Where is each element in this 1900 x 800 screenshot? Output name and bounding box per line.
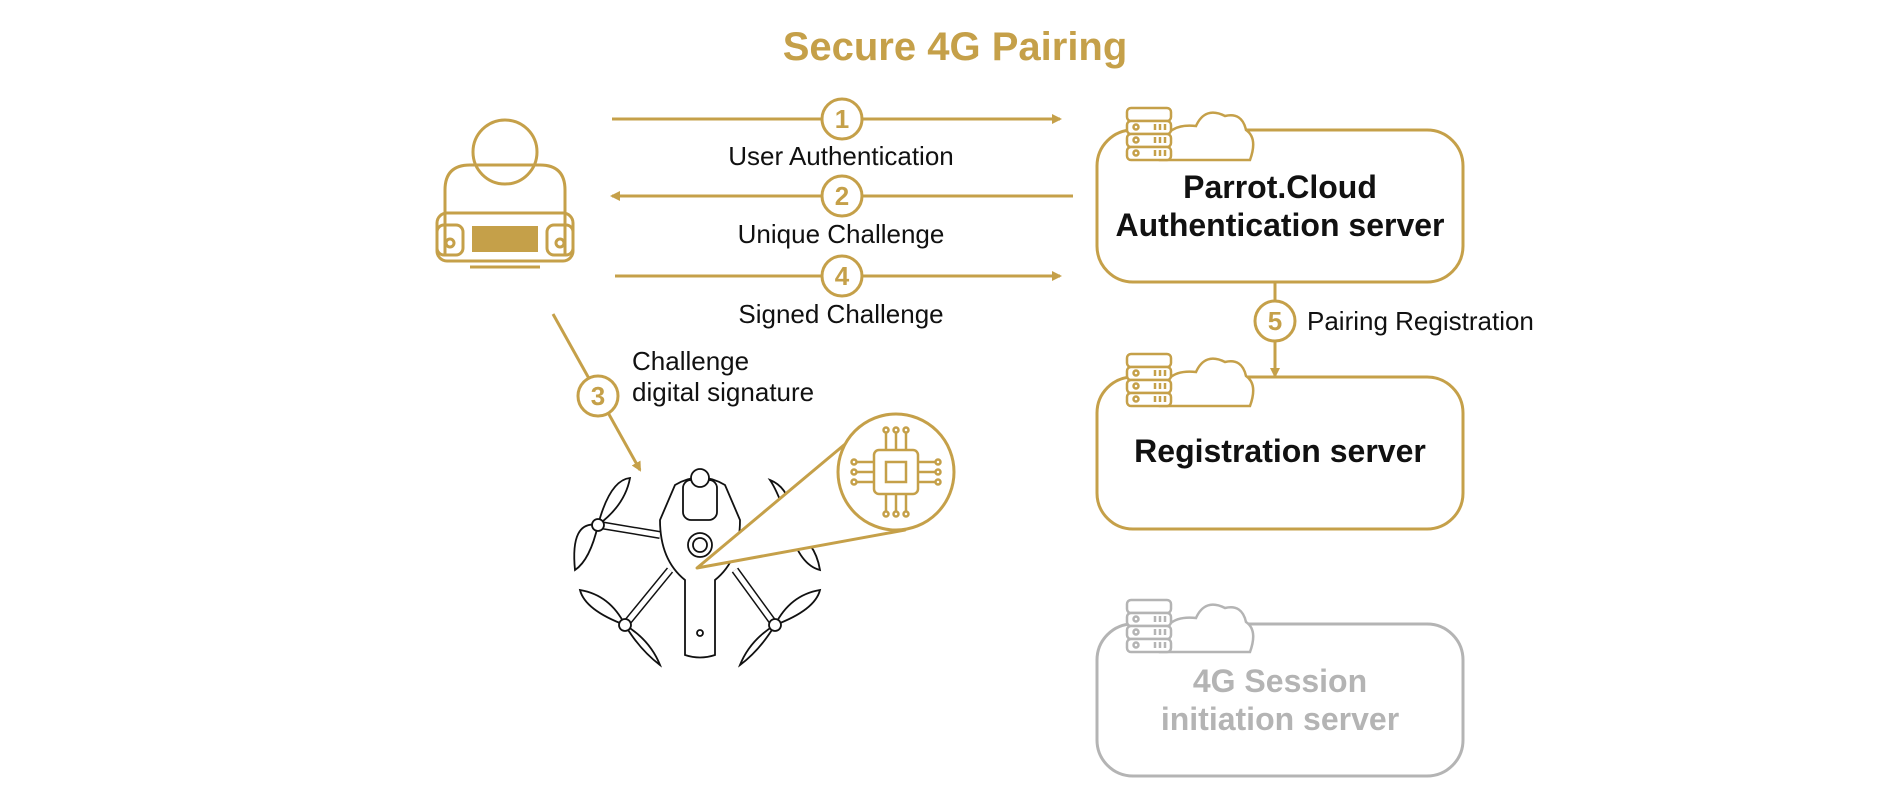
secure-chip-icon	[850, 426, 942, 518]
server-box-frame	[1095, 128, 1465, 284]
registration-server-box: Registration server	[1095, 352, 1465, 531]
step-badge	[576, 374, 620, 418]
step-badge	[820, 174, 864, 218]
step-number: 3	[591, 381, 605, 411]
flow-signed-challenge: 4 Signed Challenge	[615, 254, 1062, 329]
server-box-frame	[1095, 622, 1465, 778]
server-name-line2: initiation server	[1161, 701, 1399, 737]
step-number: 4	[835, 261, 850, 291]
diagram-title: Secure 4G Pairing	[783, 25, 1128, 69]
callout-circle	[836, 412, 956, 532]
flow-pairing-registration: 5 Pairing Registration	[1253, 282, 1534, 378]
server-name: Registration server	[1134, 433, 1426, 469]
server-cloud-icon	[1125, 598, 1255, 654]
user-with-controller-icon	[435, 118, 575, 269]
server-box-frame	[1095, 375, 1465, 531]
step-badge	[820, 254, 864, 298]
flow-label-line2: digital signature	[632, 377, 814, 407]
server-cloud-icon	[1125, 106, 1255, 162]
flow-user-authentication: 1 User Authentication	[612, 97, 1062, 171]
secure-chip-callout	[695, 412, 956, 570]
session-server-box: 4G Session initiation server	[1095, 598, 1465, 778]
flow-label: Pairing Registration	[1307, 306, 1534, 336]
flow-label: User Authentication	[728, 141, 953, 171]
auth-server-box: Parrot.Cloud Authentication server	[1095, 106, 1465, 284]
step-number: 5	[1268, 306, 1282, 336]
flow-label-line1: Challenge	[632, 346, 749, 376]
step-badge	[1253, 299, 1297, 343]
step-badge	[820, 97, 864, 141]
flow-label: Signed Challenge	[738, 299, 943, 329]
step-number: 2	[835, 181, 849, 211]
server-cloud-icon	[1125, 352, 1255, 408]
flow-challenge-digital-signature: 3 Challenge digital signature	[551, 313, 814, 472]
server-name-line1: Parrot.Cloud	[1183, 169, 1377, 205]
flow-label: Unique Challenge	[738, 219, 945, 249]
server-name-line1: 4G Session	[1193, 663, 1367, 699]
step-number: 1	[835, 104, 849, 134]
flow-unique-challenge: 2 Unique Challenge	[610, 174, 1073, 249]
server-name-line2: Authentication server	[1116, 207, 1445, 243]
